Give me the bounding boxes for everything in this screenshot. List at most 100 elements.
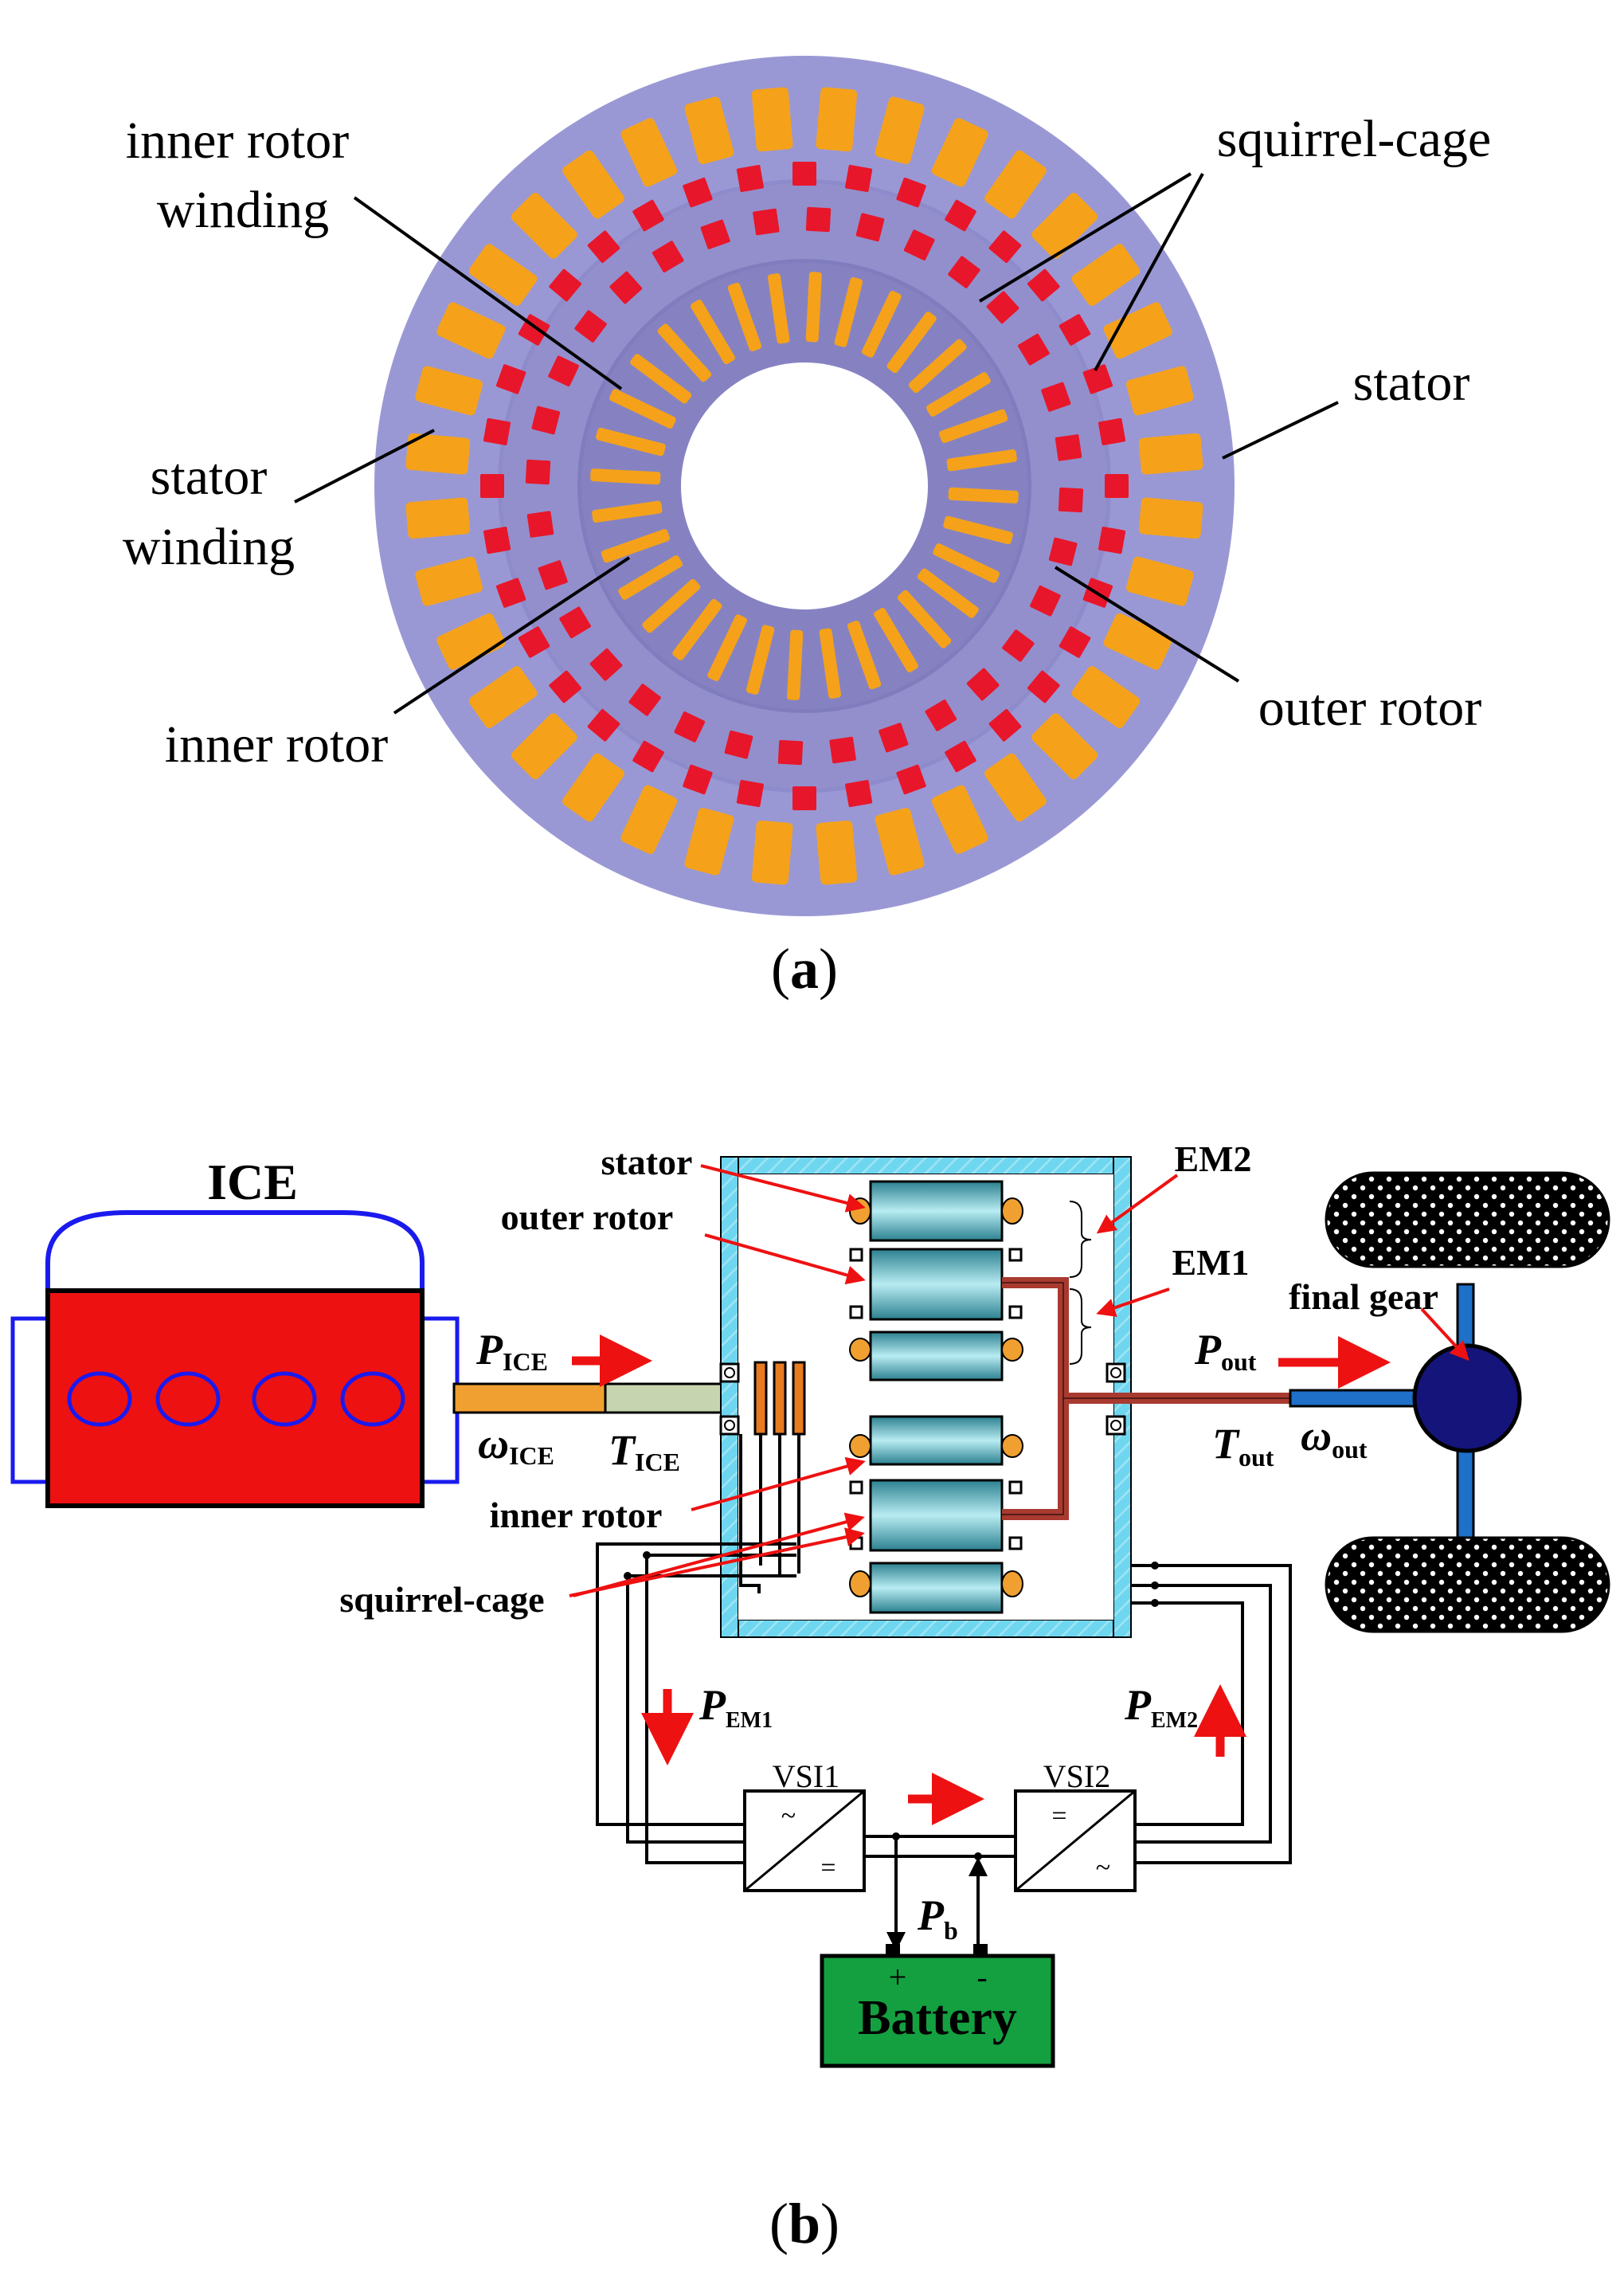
inner-rotor-winding-slot xyxy=(590,468,661,485)
label-inner-rotor-b: inner rotor xyxy=(490,1495,663,1535)
inner-rotor-winding-slot xyxy=(948,487,1019,504)
squirrel-cage-bar xyxy=(1105,474,1129,498)
squirrel-cage-bar xyxy=(700,219,730,249)
squirrel-cage-bar xyxy=(589,648,623,681)
leader-stator-winding xyxy=(294,429,435,504)
stator-winding-slot xyxy=(1103,302,1172,359)
stator-winding-slot xyxy=(620,118,678,187)
stator-winding-slot xyxy=(562,753,624,822)
engine-left-mount xyxy=(10,1316,53,1484)
cylinder-1 xyxy=(67,1371,132,1427)
stator-winding-slot xyxy=(684,96,734,164)
vsi2-dc-symbol: = xyxy=(1051,1801,1066,1831)
label-squirrel-cage-b: squirrel-cage xyxy=(339,1579,544,1620)
inner-rotor-winding-slot xyxy=(834,277,863,347)
stator-winding-slot xyxy=(875,96,925,164)
stator-winding-slot xyxy=(1071,666,1141,728)
squirrel-cage-bar xyxy=(1048,537,1078,566)
squirrel-cage-bar xyxy=(1027,268,1060,302)
stator-block-top xyxy=(869,1180,1004,1242)
stator-winding-slot xyxy=(468,666,538,728)
stator-winding-slot xyxy=(405,497,471,539)
inner-rotor-winding-slot xyxy=(847,621,882,690)
label-ice: ICE xyxy=(207,1154,298,1210)
stator-winding-slot xyxy=(816,87,858,152)
panel-a-machine-cross-section: inner rotor winding squirrel-cage stator… xyxy=(123,56,1491,1001)
em1-bracket xyxy=(1069,1288,1092,1365)
wheel-axle xyxy=(1325,1171,1610,1633)
squirrel-cage-bar xyxy=(1059,626,1091,658)
squirrel-cage-bar xyxy=(549,670,582,703)
slip-rings xyxy=(753,1361,806,1436)
inner-rotor-winding-slot xyxy=(657,323,712,382)
squirrel-cage-bar xyxy=(495,364,526,394)
squirrel-cage-bar xyxy=(1059,314,1091,346)
label-em2: EM2 xyxy=(1174,1138,1251,1179)
stator-winding-slots xyxy=(405,87,1203,885)
stator-winding-slot xyxy=(684,808,734,876)
label-outer-rotor-b: outer rotor xyxy=(501,1197,674,1237)
squirrel-cage-bar xyxy=(574,310,607,343)
engine-right-mount xyxy=(417,1316,460,1484)
squirrel-cage-bar xyxy=(652,241,684,272)
squirrel-cage-bar xyxy=(683,764,713,795)
squirrel-cage-bar xyxy=(988,230,1022,264)
inner-rotor-block-bottom xyxy=(869,1415,1004,1466)
inner-rotor-winding-slot xyxy=(727,282,762,351)
panel-b-drivetrain-schematic: ICE xyxy=(10,1138,1610,2255)
symbol-t-ice: TICE xyxy=(609,1426,680,1476)
inner-rotor-winding-slot xyxy=(925,372,991,417)
cylinder-4 xyxy=(340,1371,405,1427)
squirrel-cage-bar xyxy=(628,684,661,716)
squirrel-cage-bar xyxy=(538,560,568,590)
shaft-bore xyxy=(681,363,928,609)
squirrel-cage-bar xyxy=(1002,629,1035,662)
squirrel-cage-bar xyxy=(829,736,856,764)
squirrel-cage-bar xyxy=(1082,364,1113,394)
stator-winding-slot xyxy=(436,302,506,359)
em2-bracket xyxy=(1069,1201,1092,1278)
stator-winding-slot xyxy=(620,785,678,854)
squirrel-cage-bar xyxy=(845,164,873,193)
squirrel-cage-bar xyxy=(925,700,957,731)
stator-block-bottom xyxy=(869,1562,1004,1614)
vsi1-dc-symbol: = xyxy=(820,1853,835,1883)
squirrel-cage-bar xyxy=(525,459,551,485)
battery-plus: + xyxy=(889,1959,907,1995)
vsi2: = ~ VSI2 xyxy=(1014,1758,1137,1892)
squirrel-cage-bar xyxy=(792,162,816,186)
stator-winding-slot xyxy=(562,150,624,219)
label-stator-b: stator xyxy=(601,1142,693,1182)
cylinder-2 xyxy=(155,1371,221,1427)
inner-rotor-winding-slot xyxy=(874,607,918,672)
stator-winding-slot xyxy=(875,808,925,876)
stator-winding-slot xyxy=(415,366,483,416)
squirrel-cage-bar xyxy=(1030,585,1061,617)
leader-squirrel-cage-2 xyxy=(1094,173,1204,371)
stator-winding-slot xyxy=(1126,556,1194,606)
wheel-top xyxy=(1325,1171,1610,1268)
leader-inner-rotor-winding xyxy=(353,196,623,390)
vsi1: ~ = VSI1 xyxy=(743,1758,866,1892)
squirrel-cage-bar xyxy=(1041,382,1071,412)
caption-a: (a) xyxy=(771,937,838,1001)
output-shaft xyxy=(1289,1389,1429,1408)
squirrel-cage-bar xyxy=(879,723,909,753)
inner-rotor-winding-slot xyxy=(672,598,722,660)
label-battery: Battery xyxy=(858,1991,1017,2045)
squirrel-cage-bar xyxy=(483,417,511,445)
inner-rotor-winding-slot xyxy=(691,300,735,365)
inner-rotor-winding-slot xyxy=(642,578,701,633)
symbol-t-out: Tout xyxy=(1212,1420,1274,1472)
inner-rotor-winding-slot xyxy=(787,629,804,700)
label-em1: EM1 xyxy=(1172,1242,1249,1283)
stator-winding-slot xyxy=(511,192,577,259)
inner-rotor-winding-slot xyxy=(946,449,1017,472)
label-stator-winding-line2: winding xyxy=(123,518,295,576)
battery: Battery + - xyxy=(820,1944,1055,2068)
leader-stator xyxy=(1222,401,1339,460)
leader-inner-rotor xyxy=(393,556,631,715)
em-blocks xyxy=(719,1180,1126,1614)
cylinder-3 xyxy=(252,1371,317,1427)
